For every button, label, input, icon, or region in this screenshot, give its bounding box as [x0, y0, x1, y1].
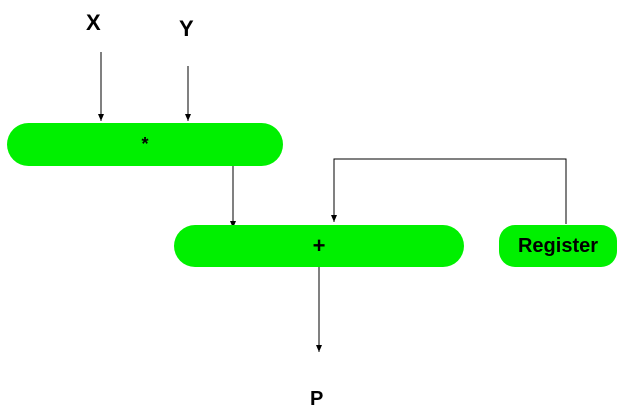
register-node: Register — [499, 225, 617, 267]
input-y-label: Y — [179, 16, 194, 41]
input-x-label: X — [86, 10, 101, 35]
output-p-label: P — [310, 388, 324, 410]
register-label: Register — [517, 234, 599, 257]
edge-register-to-add — [331, 158, 567, 224]
add-node-shape — [174, 225, 464, 267]
multiply-node-shape — [7, 123, 283, 166]
add-node: + — [174, 225, 464, 267]
register-node-shape — [499, 225, 617, 267]
multiply-node: * — [7, 123, 283, 166]
multiply-symbol: * — [141, 134, 149, 154]
add-symbol: + — [312, 233, 326, 258]
